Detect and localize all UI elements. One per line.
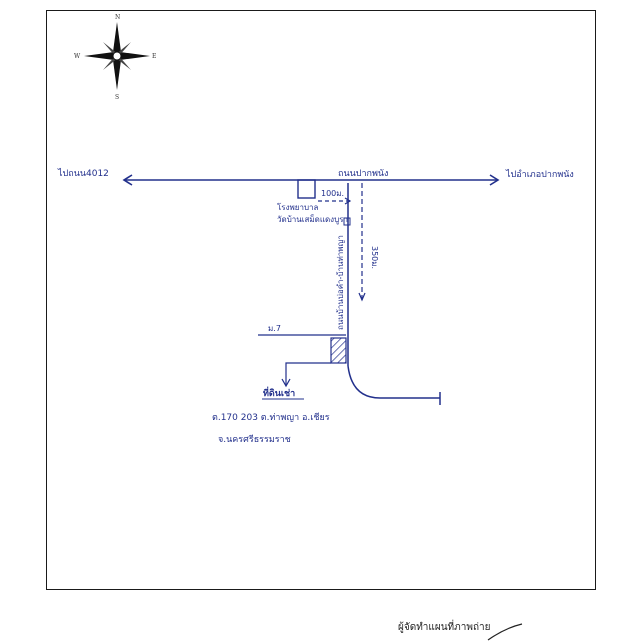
school-building-icon: [297, 179, 316, 199]
small-marker-icon: [343, 217, 351, 226]
compass-rose-icon: [84, 22, 150, 90]
village-label: ม.7: [268, 324, 281, 333]
address-line-1: ต.170 203 ต.ท่าพญา อ.เชียร: [212, 412, 330, 423]
map-frame: [46, 10, 596, 590]
road-center-label: ถนนปากพนัง: [338, 169, 388, 179]
compass-south-label: S: [115, 94, 119, 101]
address-line-2: จ.นครศรีธรรมราช: [218, 434, 291, 445]
school-label-1: โรงพยาบาล: [277, 202, 319, 212]
compass-east-label: E: [152, 53, 156, 60]
compass-north-label: N: [115, 14, 120, 21]
road-left-label: ไปถนน4012: [57, 168, 109, 179]
lane-label: ถนนบ้านบ่อคำ-บ้านท่าพญา: [336, 235, 345, 330]
plot-leader-arrow: [281, 362, 331, 388]
compass-west-label: W: [74, 53, 81, 60]
distance-350-arrow: [358, 183, 366, 302]
plot-label: ที่ดินเช่า: [263, 386, 295, 399]
distance-350-label: 350ม.: [370, 246, 379, 269]
school-label-2: วัดบ้านเสม็ดแดงบูรา: [277, 214, 348, 225]
distance-100-label: 100ม.: [321, 189, 344, 198]
road-right-label: ไปอำเภอปากพนัง: [505, 169, 574, 180]
signature-label: ผู้จัดทำแผนที่ภาพถ่าย: [398, 622, 491, 633]
side-lane: [347, 183, 441, 405]
signature-mark: [487, 623, 523, 641]
distance-100-arrow: [318, 197, 352, 205]
rented-plot: [330, 337, 347, 364]
